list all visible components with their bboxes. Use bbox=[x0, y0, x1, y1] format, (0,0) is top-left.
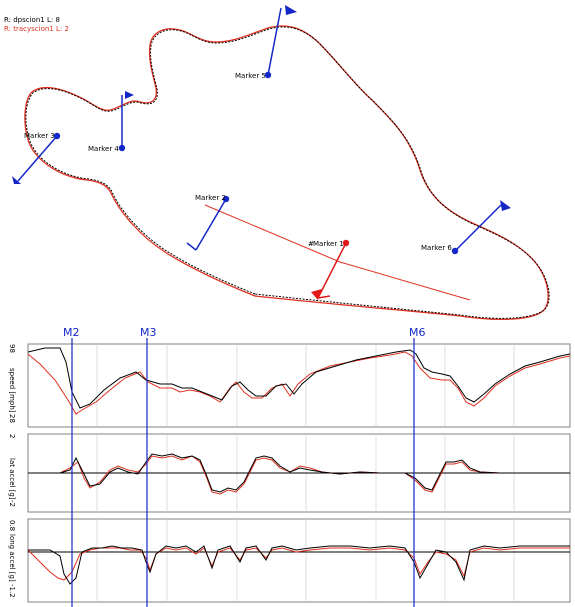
lat-trace-session-1 bbox=[28, 453, 570, 493]
long-min: -1.2 bbox=[8, 584, 16, 598]
marker-5-label: Marker 5 bbox=[235, 72, 266, 80]
channel-plots[interactable]: M2 M3 M6 98 speed [mph] 28 bbox=[0, 322, 575, 607]
marker-1[interactable]: # Marker 1 bbox=[308, 239, 350, 300]
marker-3[interactable]: Marker 3 bbox=[12, 132, 61, 184]
lat-min: -2 bbox=[8, 500, 16, 507]
marker-2[interactable]: Marker 2 bbox=[186, 194, 230, 251]
track-trace-session-2 bbox=[24, 25, 549, 321]
cursor-m2-label: M2 bbox=[63, 326, 80, 339]
lat-label: lat accel [g] bbox=[8, 458, 16, 500]
lat-max: 2 bbox=[8, 434, 16, 438]
cursor-m6-label: M6 bbox=[409, 326, 426, 339]
marker-1-label: Marker 1 bbox=[313, 240, 344, 248]
lat-trace-session-2 bbox=[28, 455, 570, 495]
marker-6-label: Marker 6 bbox=[421, 244, 452, 252]
legend-session-2: R: tracyscion1 L: 2 bbox=[4, 25, 69, 33]
long-accel-panel: 0.8 long accel [g] -1.2 bbox=[8, 518, 571, 603]
marker-5[interactable]: Marker 5 bbox=[235, 5, 297, 80]
track-straight-trace bbox=[204, 204, 471, 301]
speed-max: 98 bbox=[8, 344, 16, 353]
long-max: 0.8 bbox=[8, 520, 16, 531]
cursor-m3-label: M3 bbox=[140, 326, 157, 339]
lat-accel-panel: 2 lat accel [g] -2 bbox=[8, 433, 571, 513]
speed-panel: 98 speed [mph] 28 bbox=[8, 343, 571, 428]
speed-label: speed [mph] bbox=[8, 368, 16, 413]
marker-1-prefix: # bbox=[308, 240, 314, 248]
marker-2-label: Marker 2 bbox=[195, 194, 226, 202]
long-trace-session-1 bbox=[28, 545, 570, 585]
legend-session-1: R: dpscion1 L: 8 bbox=[4, 16, 60, 24]
track-trace-session-1 bbox=[25, 26, 550, 319]
speed-trace-session-1 bbox=[27, 347, 571, 409]
marker-6[interactable]: Marker 6 bbox=[421, 200, 511, 255]
marker-4-label: Marker 4 bbox=[88, 145, 119, 153]
speed-min: 28 bbox=[8, 414, 16, 423]
long-label: long accel [g] bbox=[8, 534, 16, 582]
track-map[interactable]: # Marker 1 Marker 2 Marker 3 Marker 4 bbox=[0, 0, 575, 322]
marker-4[interactable]: Marker 4 bbox=[88, 91, 134, 153]
marker-3-label: Marker 3 bbox=[24, 132, 55, 140]
